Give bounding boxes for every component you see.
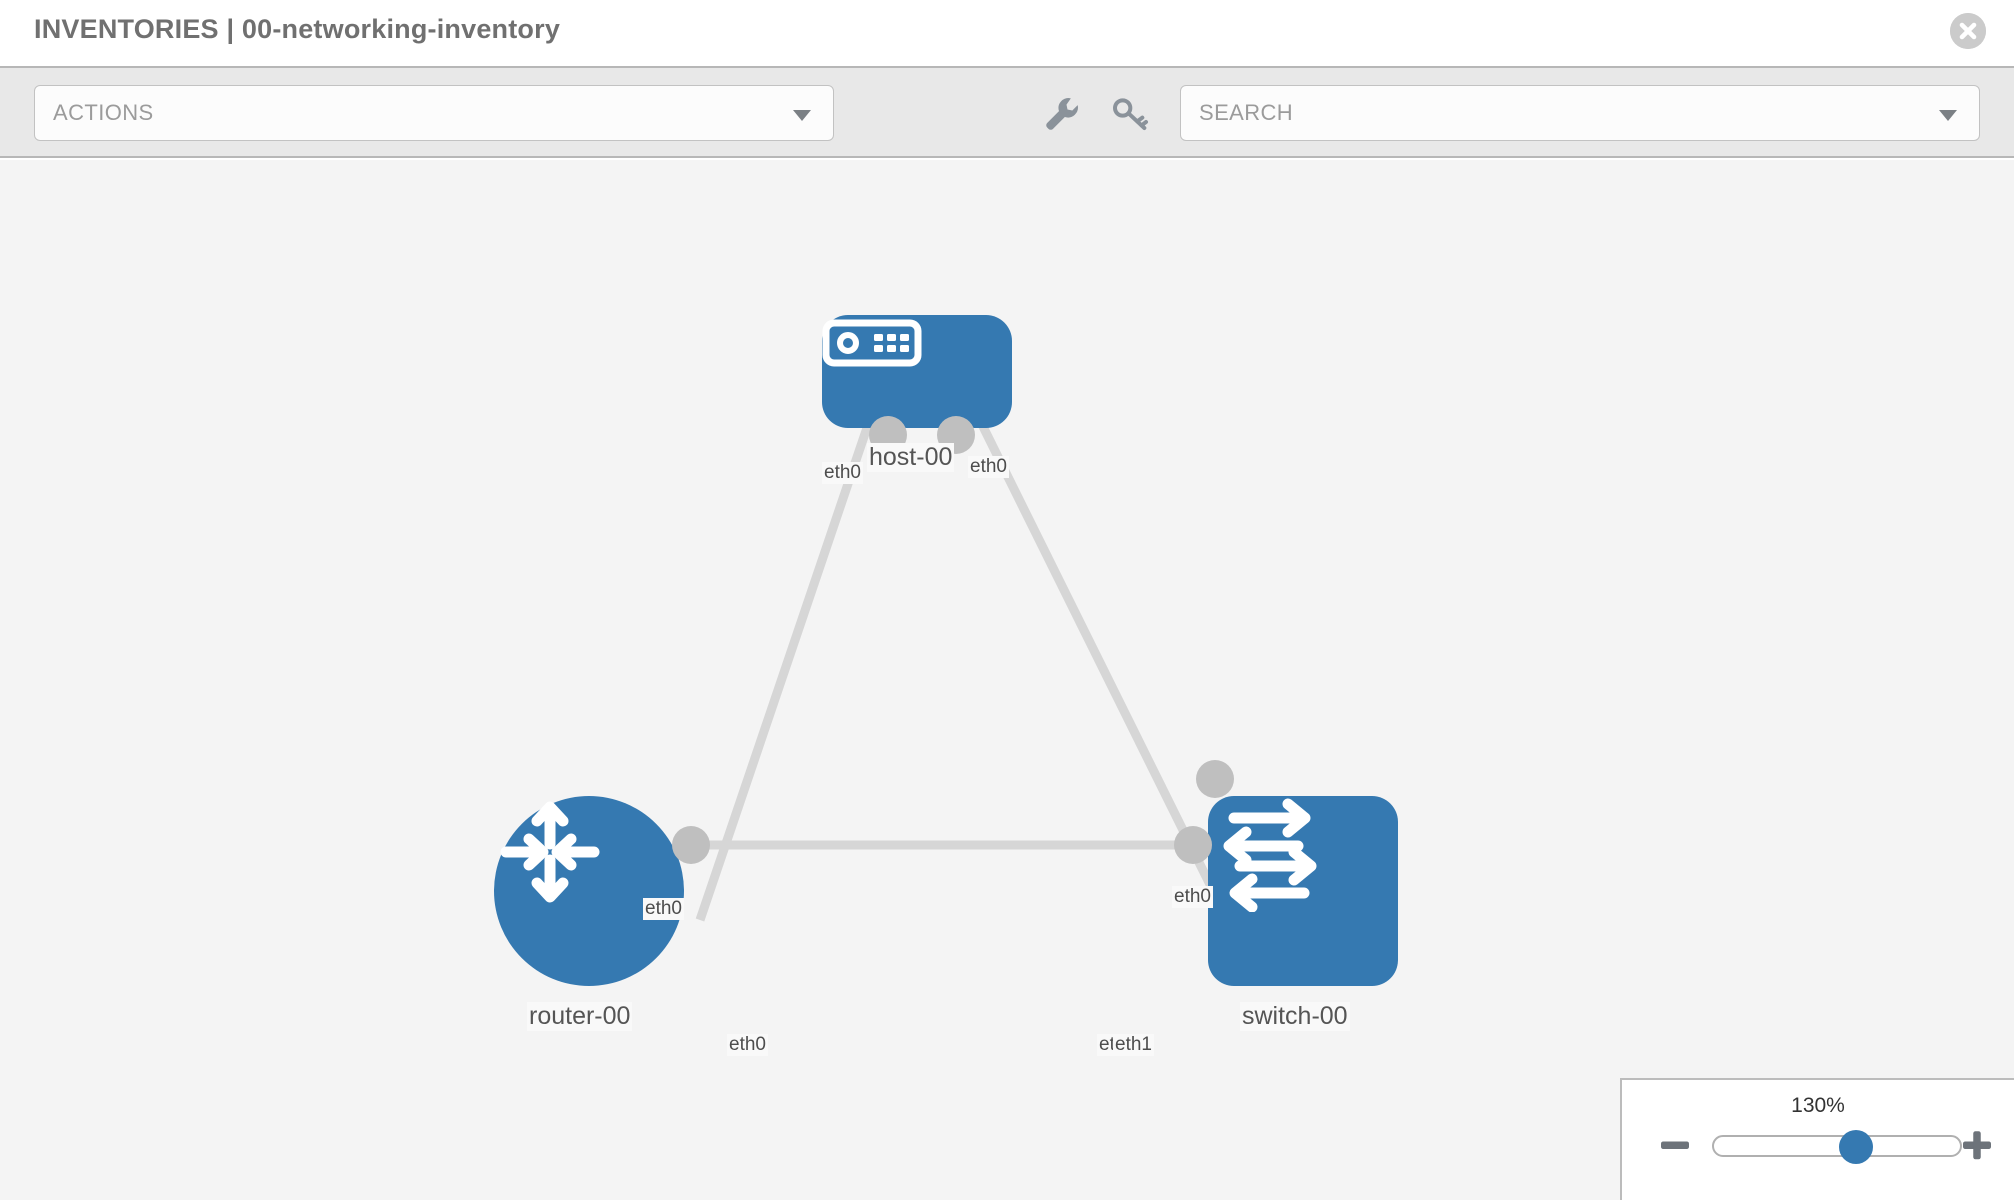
router-four-arrows-icon xyxy=(500,801,600,903)
switch-port-left[interactable] xyxy=(1174,826,1212,864)
key-icon[interactable] xyxy=(1110,94,1150,134)
zoom-in-button[interactable] xyxy=(1960,1128,1994,1162)
router-node-shape[interactable] xyxy=(494,796,684,986)
close-icon[interactable] xyxy=(1950,13,1986,49)
chevron-down-icon xyxy=(793,110,811,121)
server-device-icon xyxy=(822,319,922,367)
wrench-icon[interactable] xyxy=(1042,94,1082,134)
page-header: INVENTORIES | 00-networking-inventory xyxy=(0,0,2014,68)
page-title: INVENTORIES | 00-networking-inventory xyxy=(34,14,561,44)
search-input[interactable]: SEARCH xyxy=(1180,85,1980,141)
chevron-down-icon[interactable] xyxy=(1939,110,1957,121)
actions-dropdown[interactable]: ACTIONS xyxy=(34,85,834,141)
host-interface-left-label: eth0 xyxy=(822,462,863,484)
actions-dropdown-label: ACTIONS xyxy=(53,100,154,125)
router-node-label: router-00 xyxy=(527,1002,633,1031)
switch-arrows-icon xyxy=(1223,798,1317,912)
zoom-control-panel: 130% xyxy=(1620,1078,2014,1200)
zoom-level-value: 130% xyxy=(1791,1094,1845,1117)
host-node-shape[interactable] xyxy=(822,315,1012,428)
router-port-right[interactable] xyxy=(672,826,710,864)
search-placeholder: SEARCH xyxy=(1199,100,1294,125)
link-host-router xyxy=(695,358,895,922)
zoom-out-button[interactable] xyxy=(1658,1128,1692,1162)
switch-node-label: switch-00 xyxy=(1240,1002,1350,1031)
topology-links xyxy=(690,358,1240,937)
router-interface-up-label: eth0 xyxy=(643,898,684,920)
switch-interface-up-label: eth0 xyxy=(1172,886,1213,908)
switch-interface-left-label-b: eth1 xyxy=(1113,1034,1154,1056)
zoom-slider-thumb[interactable] xyxy=(1839,1130,1874,1164)
host-interface-right-label: eth0 xyxy=(968,456,1009,478)
topology-canvas[interactable]: host-00 eth0 eth0 xyxy=(0,160,2014,1200)
router-interface-right-label: eth0 xyxy=(727,1034,768,1056)
zoom-slider-track[interactable] xyxy=(1712,1130,1962,1164)
switch-port-top[interactable] xyxy=(1196,760,1234,798)
host-node-label: host-00 xyxy=(867,443,955,472)
switch-node-shape[interactable] xyxy=(1208,796,1398,986)
